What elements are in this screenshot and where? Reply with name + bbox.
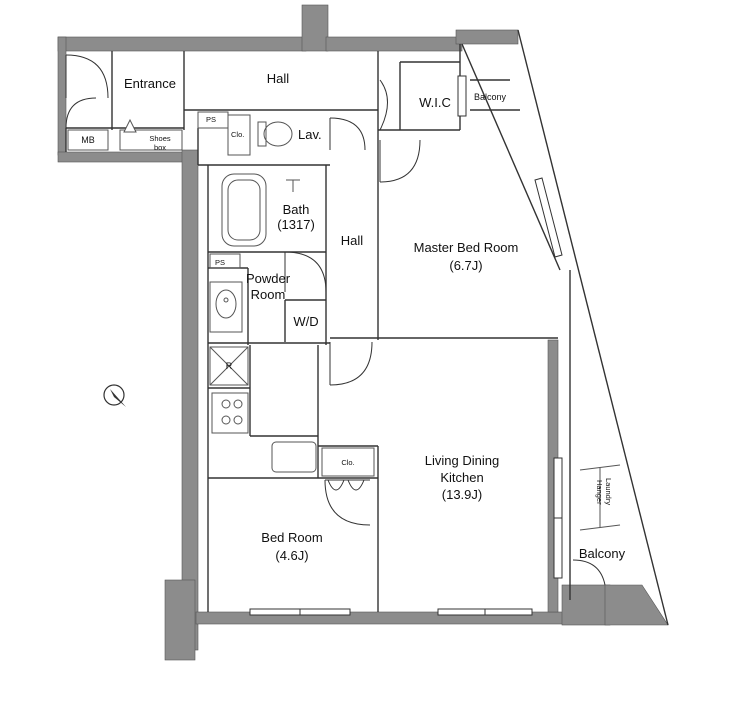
label-shoes-1: Shoes [149, 134, 171, 143]
label-mb: MB [81, 135, 95, 145]
windows [249, 75, 563, 616]
label-clo-lav: Clo. [231, 130, 244, 139]
label-hall-top: Hall [267, 71, 290, 86]
label-wic: W.I.C [419, 95, 451, 110]
label-balcony-side: Balcony [579, 546, 626, 561]
north-arrow-icon [103, 384, 126, 407]
label-ps-powder: PS [215, 258, 225, 267]
bathtub-icon [221, 173, 300, 247]
label-ldk-1: Living Dining [425, 453, 499, 468]
label-master-bed-size: (6.7J) [449, 258, 482, 273]
label-bath-size: (1317) [277, 217, 315, 232]
label-bed-size: (4.6J) [275, 548, 308, 563]
label-ps-top: PS [206, 115, 216, 124]
label-wd: W/D [293, 314, 318, 329]
label-clo-bed: Clo. [341, 458, 354, 467]
stove-icon [211, 392, 249, 434]
label-master-bed: Master Bed Room [414, 240, 519, 255]
label-laundry-1: Laundry [604, 478, 613, 505]
label-lav: Lav. [298, 127, 322, 142]
room-labels: Entrance Hall W.I.C Balcony MB Shoes box… [81, 71, 625, 563]
doors [65, 54, 606, 586]
label-refrigerator: R [226, 361, 233, 371]
label-ldk-2: Kitchen [440, 470, 483, 485]
room-lines [65, 29, 669, 626]
label-balcony-top: Balcony [474, 92, 507, 102]
label-bath: Bath [283, 202, 310, 217]
label-powder-2: Room [251, 287, 286, 302]
label-entrance: Entrance [124, 76, 176, 91]
label-ldk-size: (13.9J) [442, 487, 482, 502]
washbasin-icon [209, 281, 243, 333]
fixtures [67, 111, 621, 531]
label-hall-mid: Hall [341, 233, 364, 248]
label-bed: Bed Room [261, 530, 322, 545]
toilet-icon [257, 121, 293, 147]
label-laundry-2: Hanger [595, 480, 604, 505]
label-shoes-2: box [154, 143, 166, 152]
outer-walls [57, 4, 669, 661]
label-powder-1: Powder [246, 271, 291, 286]
